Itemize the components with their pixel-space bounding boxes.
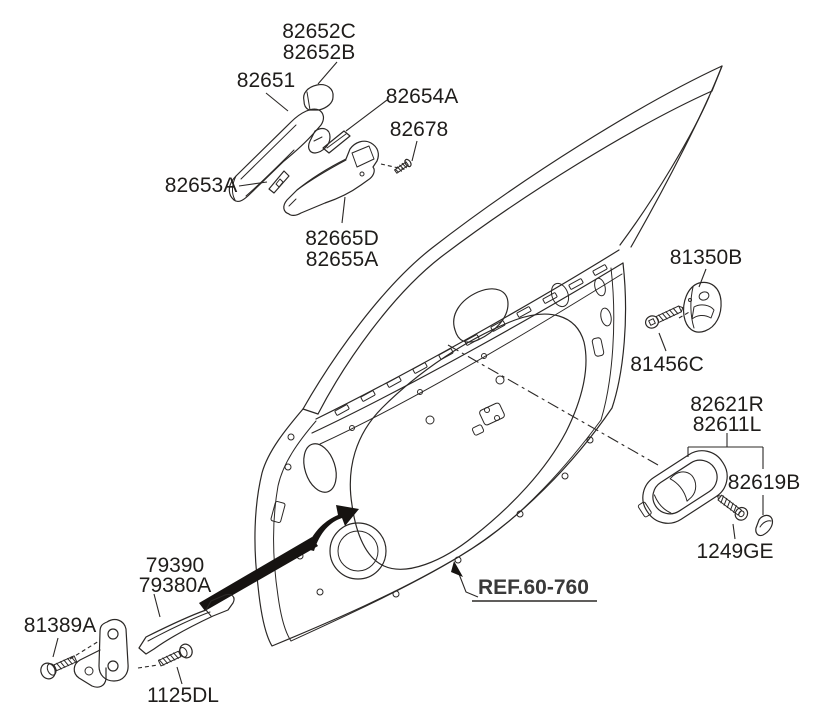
part-label-82621r: 82621R <box>690 393 764 416</box>
part-label-82619b: 82619B <box>728 471 800 494</box>
part-label-1249ge: 1249GE <box>696 540 773 563</box>
belt-slots <box>334 264 608 416</box>
inside-handle-part <box>637 450 728 524</box>
outside-handle-part <box>228 108 331 203</box>
part-label-81456c: 81456C <box>630 353 704 376</box>
inside-handle-screw-part <box>716 494 749 521</box>
part-label-82655a: 82655A <box>306 248 378 271</box>
door-checker-part <box>73 593 235 688</box>
part-label-82653a: 82653A <box>165 174 237 197</box>
checker-body-bolt-part <box>40 655 78 680</box>
handle-cap-part <box>303 84 334 111</box>
handle-gasket-part <box>268 170 290 194</box>
door-latch-part <box>682 281 722 333</box>
part-label-82654a: 82654A <box>386 85 458 108</box>
part-label-81350b: 81350B <box>670 246 742 269</box>
leader-lines <box>52 61 764 685</box>
inside-handle-cap-part <box>755 514 774 537</box>
handle-pad-part <box>322 130 351 154</box>
part-label-82611l: 82611L <box>693 413 762 436</box>
door-panel-drawing <box>199 65 723 647</box>
checker-arm-bolt-part <box>157 643 193 667</box>
part-label-82665d: 82665D <box>305 227 379 250</box>
part-label-79380a: 79380A <box>139 574 211 597</box>
ref-60-760-link[interactable]: REF.60-760 <box>478 576 589 599</box>
handle-mount-bracket <box>471 402 505 436</box>
part-label-79390: 79390 <box>146 554 204 577</box>
part-label-81389a: 81389A <box>24 614 96 637</box>
latch-screw-part <box>644 305 684 329</box>
handle-screw-part <box>394 158 412 174</box>
part-label-1125dl: 1125DL <box>147 684 219 707</box>
handle-base-part <box>283 140 379 216</box>
part-label-82652b: 82652B <box>283 41 355 64</box>
direction-arrow <box>306 505 359 551</box>
part-label-82678: 82678 <box>390 118 448 141</box>
part-label-82652c: 82652C <box>282 20 356 43</box>
checker-direction-wedge <box>199 537 318 611</box>
part-label-82651: 82651 <box>237 69 295 92</box>
ref-arrowhead <box>451 561 463 577</box>
